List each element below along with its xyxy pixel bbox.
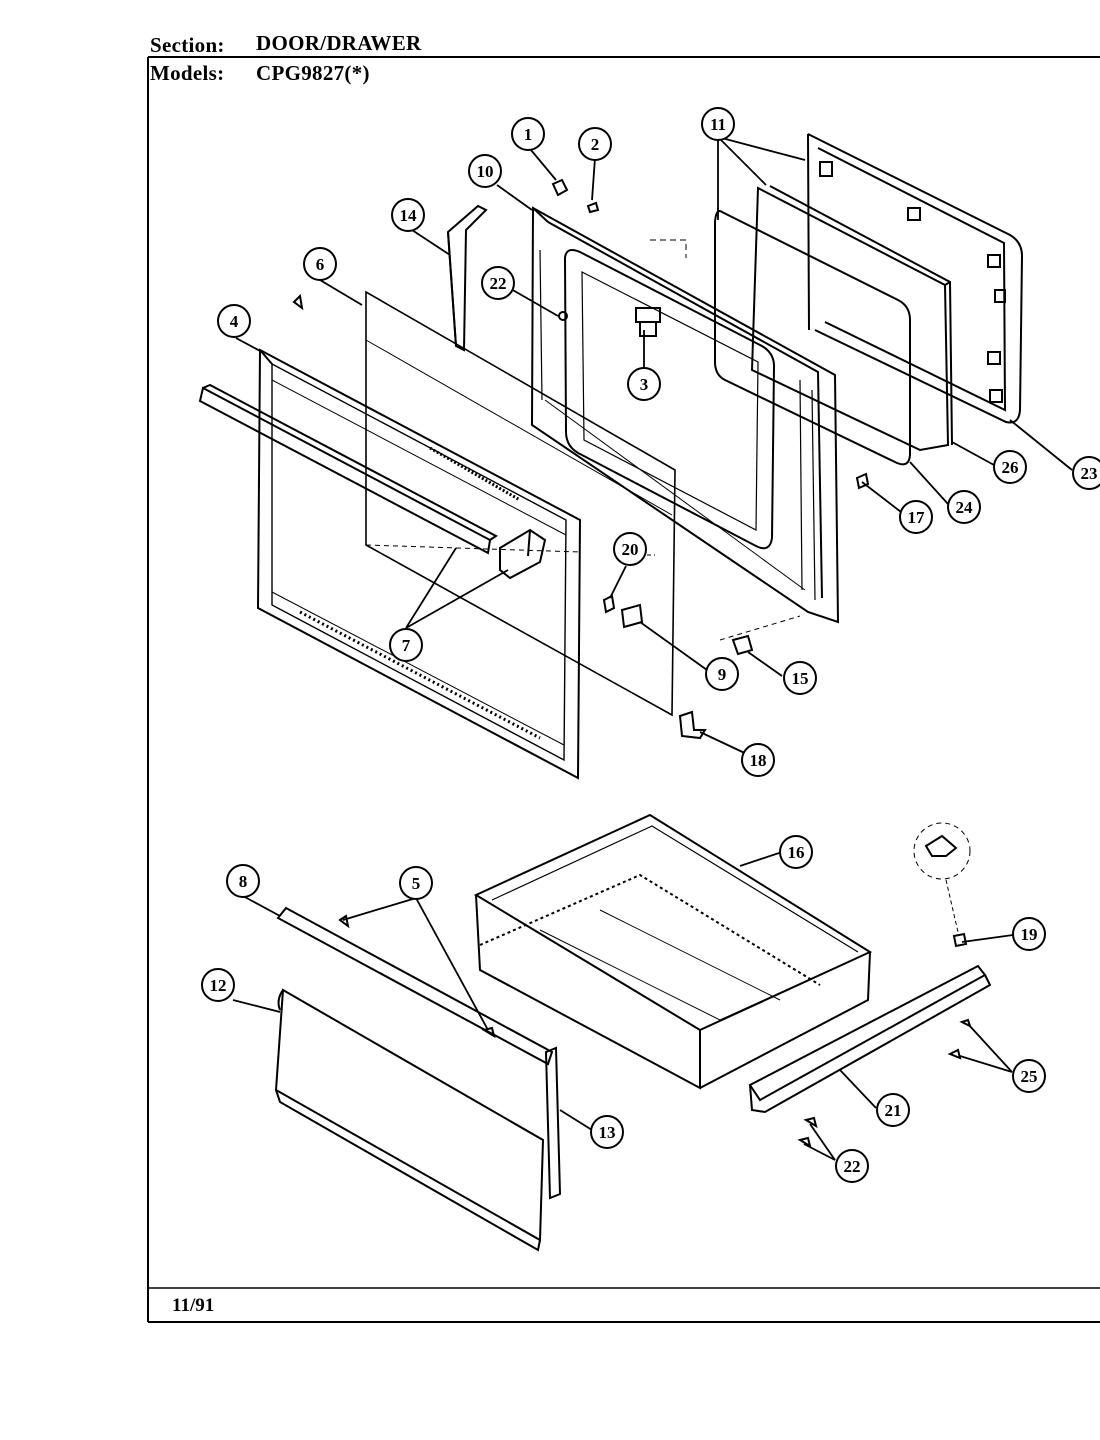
callout-14-label: 14 (400, 206, 418, 225)
callout-8: 8 (226, 864, 260, 898)
callout-15: 15 (783, 661, 817, 695)
part-drawer-front (274, 988, 545, 1252)
leader-lines (232, 136, 1073, 1161)
part-glass-pack (750, 185, 953, 452)
callout-6: 6 (303, 247, 337, 281)
callout-26: 26 (993, 450, 1027, 484)
callout-13: 13 (590, 1115, 624, 1149)
part-door-frame (256, 348, 582, 780)
callout-4-label: 4 (230, 312, 239, 331)
callout-20: 20 (613, 532, 647, 566)
callout-6-label: 6 (316, 255, 325, 274)
callout-8-label: 8 (239, 872, 248, 891)
models-label: Models: (150, 61, 225, 85)
callout-12: 12 (201, 968, 235, 1002)
callout-16: 16 (779, 835, 813, 869)
callout-15-label: 15 (792, 669, 809, 688)
part-door-handle (198, 383, 547, 580)
part-drawer-bracket (544, 1046, 562, 1200)
callout-22-door-label: 22 (490, 274, 507, 293)
part-drawer-trim (276, 906, 554, 1066)
callout-14: 14 (391, 198, 425, 232)
part-door-back-panel (807, 133, 1024, 424)
callout-17: 17 (899, 500, 933, 534)
callout-12-label: 12 (210, 976, 227, 995)
callout-3-label: 3 (640, 375, 649, 394)
callout-25: 25 (1012, 1059, 1046, 1093)
part-drawer-hardware (338, 822, 972, 1149)
callout-23-label: 23 (1081, 464, 1098, 483)
callout-24-label: 24 (956, 498, 974, 517)
part-drawer-box (473, 813, 873, 1090)
callout-23: 23 (1072, 456, 1100, 490)
callout-16-label: 16 (788, 843, 805, 862)
callout-10: 10 (468, 154, 502, 188)
callout-1-label: 1 (524, 125, 533, 144)
part-door-liner (530, 206, 840, 624)
callout-22-door: 22 (481, 266, 515, 300)
callout-2: 2 (578, 127, 612, 161)
part-drawer-slide (748, 964, 992, 1114)
models-value: CPG9827(*) (256, 61, 370, 85)
callout-11-label: 11 (710, 115, 726, 134)
callout-3: 3 (627, 367, 661, 401)
callout-21: 21 (876, 1093, 910, 1127)
callout-9: 9 (705, 657, 739, 691)
part-inner-glass (650, 210, 911, 466)
callout-1: 1 (511, 117, 545, 151)
page-frame (147, 56, 1100, 1323)
callout-24: 24 (947, 490, 981, 524)
callout-21-label: 21 (885, 1101, 902, 1120)
part-window-glass (365, 290, 676, 717)
callout-4: 4 (217, 304, 251, 338)
callout-13-label: 13 (599, 1123, 616, 1142)
callout-17-label: 17 (908, 508, 926, 527)
callout-19: 19 (1012, 917, 1046, 951)
callout-25-label: 25 (1021, 1067, 1038, 1086)
part-side-channel (446, 204, 488, 352)
callout-22-drawer-label: 22 (844, 1157, 861, 1176)
callout-5: 5 (399, 866, 433, 900)
callout-22-drawer: 22 (835, 1149, 869, 1183)
callout-9-label: 9 (718, 665, 727, 684)
callout-7: 7 (389, 628, 423, 662)
footer-date: 11/91 (172, 1295, 215, 1316)
callout-2-label: 2 (591, 135, 600, 154)
callout-5-label: 5 (412, 874, 421, 893)
callout-7-label: 7 (402, 636, 411, 655)
callout-18: 18 (741, 743, 775, 777)
callout-11: 11 (701, 107, 735, 141)
callout-26-label: 26 (1002, 458, 1019, 477)
callout-18-label: 18 (750, 751, 767, 770)
callout-10-label: 10 (477, 162, 494, 181)
callout-20-label: 20 (622, 540, 639, 559)
section-label: Section: (150, 33, 225, 57)
callouts: 1 2 3 4 5 6 7 8 9 10 11 12 13 14 15 16 1… (201, 107, 1100, 1183)
callout-19-label: 19 (1021, 925, 1038, 944)
section-value: DOOR/DRAWER (256, 31, 422, 55)
